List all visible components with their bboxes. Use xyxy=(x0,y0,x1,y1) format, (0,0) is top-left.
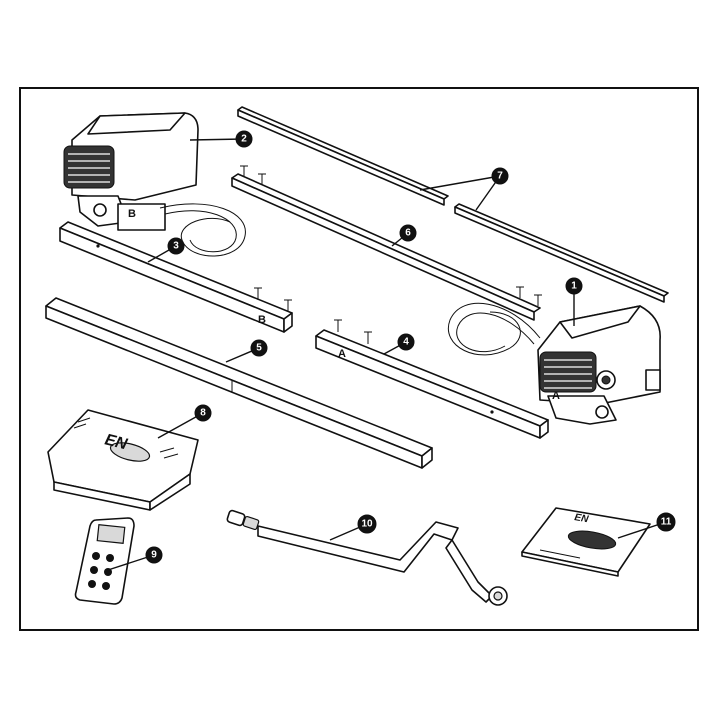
callout-10: 10 xyxy=(357,514,377,534)
svg-text:9: 9 xyxy=(151,550,157,561)
svg-text:2: 2 xyxy=(241,134,247,145)
callout-6: 6 xyxy=(399,224,417,242)
end-marker-a-motor: A xyxy=(552,390,560,402)
part-5-long-tube xyxy=(45,297,433,469)
part-6-cross-bar xyxy=(231,165,542,321)
svg-text:4: 4 xyxy=(403,337,409,348)
part-1-motor-unit-a xyxy=(447,302,661,425)
callout-11: 11 xyxy=(656,512,676,532)
callout-7: 7 xyxy=(491,167,509,185)
callout-4: 4 xyxy=(397,333,415,351)
callout-9: 9 xyxy=(145,546,163,564)
part-2-motor-unit-b xyxy=(63,112,246,257)
part-10-crank-handle xyxy=(226,509,508,606)
part-7-rails xyxy=(237,106,669,303)
end-marker-a-tube: A xyxy=(338,348,346,360)
svg-text:7: 7 xyxy=(497,171,503,182)
svg-text:11: 11 xyxy=(661,517,672,528)
end-marker-b-tube: B xyxy=(258,314,266,326)
part-3-square-tube-b xyxy=(59,221,293,333)
part-9-remote xyxy=(74,517,135,605)
callout-1: 1 xyxy=(565,277,583,295)
svg-text:6: 6 xyxy=(405,228,411,239)
callout-8: 8 xyxy=(194,404,212,422)
end-marker-b-motor: B xyxy=(128,208,136,220)
svg-text:8: 8 xyxy=(200,408,206,419)
part-11-manual-booklet xyxy=(521,507,651,577)
svg-text:3: 3 xyxy=(173,241,179,252)
callout-2: 2 xyxy=(235,130,253,148)
svg-text:10: 10 xyxy=(361,519,373,530)
part-8-control-box xyxy=(47,409,199,511)
callout-3: 3 xyxy=(167,237,185,255)
callout-5: 5 xyxy=(250,339,268,357)
manual-brand: EN xyxy=(573,512,589,525)
control-box-brand: EN xyxy=(103,431,129,453)
svg-text:5: 5 xyxy=(256,343,262,354)
svg-text:1: 1 xyxy=(571,281,577,292)
part-4-square-tube-a xyxy=(315,319,549,439)
